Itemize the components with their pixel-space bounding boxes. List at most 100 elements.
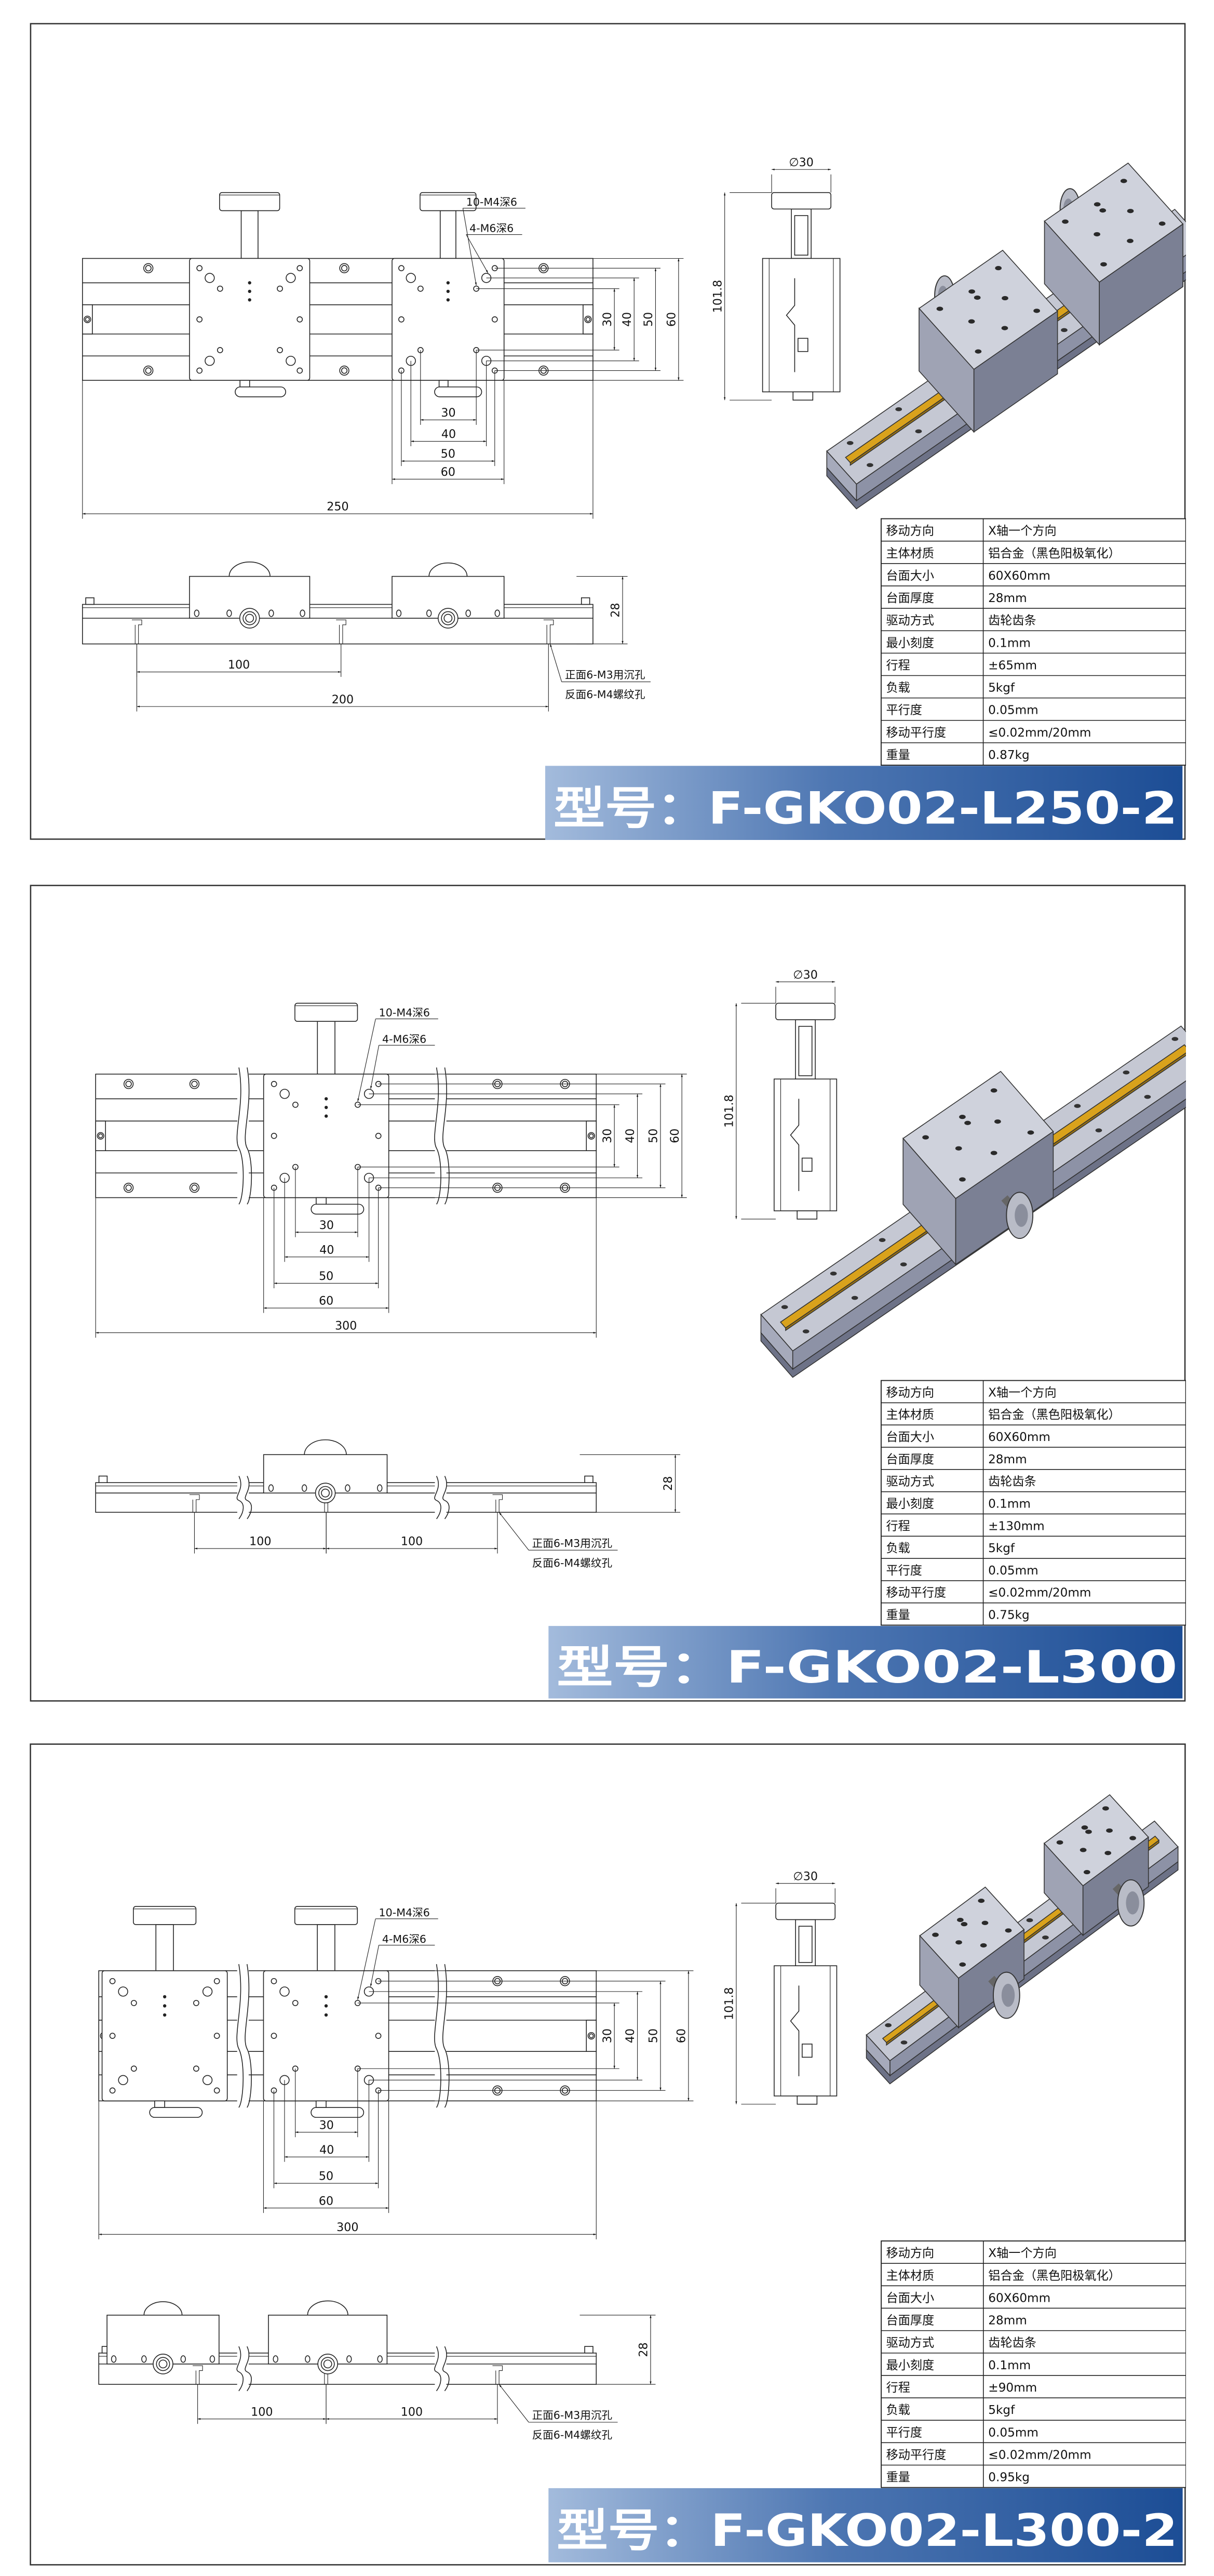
mount-hole-inner [589,2033,594,2038]
pinion-knob-center [321,1488,330,1498]
carriage-side [268,2300,388,2374]
rail-hole [1123,1070,1130,1075]
tapped-hole [375,1132,382,1139]
break-line [245,1964,252,2108]
scale-dot [163,1995,167,1999]
carriage-front-face [1044,220,1100,346]
tapped-hole [193,2000,199,2006]
tapped-hole [279,1986,290,1997]
dimension-label: 200 [332,693,354,706]
dimension-label: 30 [601,312,614,327]
rail-hole [1061,328,1068,332]
note-back-holes: 反面6-M4螺纹孔 [532,2429,613,2441]
dimension-label: 30 [601,1129,614,1143]
rack-notch [790,1985,800,2076]
spec-label: 移动平行度 [886,726,946,740]
carriage-hole [1080,1848,1087,1852]
side-hole [209,2355,215,2363]
break-line [245,1476,252,1519]
mount-hole-inner [589,1133,594,1139]
knob-cap [775,1902,836,1920]
callout-leader [370,1045,380,1089]
spec-value: ±65mm [988,659,1037,672]
carriage-hole [1002,296,1008,301]
tapped-hole [286,273,296,283]
mount-hole [339,263,349,273]
callout-m4-label: 10-M4深6 [379,1007,430,1019]
spec-value: ≤0.02mm/20mm [988,1586,1091,1600]
model-title: 型号：F-GKO02-L250-2 [554,783,1178,835]
dimension-label: 50 [642,312,655,327]
scale-dot [324,2004,328,2008]
tapped-hole [196,367,203,374]
dimension-label: 60 [665,312,679,327]
countersink-hole [543,619,554,644]
side-hole [141,2355,147,2363]
carriage-hole [1005,1928,1012,1933]
spec-value: 铝合金（黑色阳极氧化） [988,1408,1121,1422]
model-banner: 型号：F-GKO02-L300 [548,1626,1183,1699]
tapped-hole [118,2075,128,2085]
gear-detail [801,1157,813,1172]
tapped-hole [217,347,223,353]
callout-leader [462,208,477,286]
break-line [236,1067,244,1205]
dimension-label: 40 [621,312,634,327]
scale-dot [163,2013,167,2017]
spec-label: 台面厚度 [886,592,934,605]
carriage-hole [968,289,975,294]
countersink-hole [193,2365,203,2385]
mount-hole-inner [125,1184,132,1191]
spec-label: 平行度 [886,1564,922,1578]
pinion-knob-ring [318,1486,333,1500]
spec-value: X轴一个方向 [988,525,1057,538]
carriage-side [263,1439,388,1504]
dimension-label: 101.8 [711,280,724,313]
rail-hole [830,1271,837,1276]
dimension-label: 50 [647,2028,660,2043]
lever-handle [311,2107,365,2118]
break-line [442,1964,450,2108]
carriage-hole [957,1917,964,1923]
dimension-label: 100 [401,1535,423,1549]
end-stop [581,597,590,605]
tapped-hole [271,1132,277,1139]
mount-hole-inner [341,265,348,272]
spec-value: 60X60mm [988,569,1050,583]
end-stop [85,597,95,605]
carriage-front-face [919,1934,959,2029]
tapped-hole [205,273,215,283]
carriage-hole [964,1120,971,1125]
rail-hole [1042,1936,1049,1940]
dimension-label: 60 [441,465,455,479]
carriage-hole [955,1146,962,1151]
rail-hole [900,1262,907,1266]
spec-label: 主体材质 [886,2269,935,2283]
tapped-hole [398,316,404,323]
break-line [434,2346,441,2392]
spec-label: 移动方向 [886,525,934,538]
carriage-top [263,1003,389,1215]
dimension-label: 60 [319,1294,333,1308]
tapped-hole [292,2000,299,2006]
carriage-top [101,1906,228,2118]
model-banner: 型号：F-GKO02-L250-2 [545,766,1183,840]
spec-label: 台面大小 [886,2291,935,2305]
tapped-hole [279,1089,290,1099]
carriage-hole [1062,219,1069,224]
callout-m4-label: 10-M4深6 [466,196,517,208]
spec-value: 铝合金（黑色阳极氧化） [988,2269,1121,2283]
note-back-holes: 反面6-M4螺纹孔 [565,688,645,701]
carriage-hole [959,1177,966,1182]
lever-end [792,391,814,401]
carriage-hole [922,1135,929,1140]
carriage-hole [932,1932,939,1937]
side-hole [494,609,500,617]
spec-value: 0.1mm [988,1497,1031,1511]
tapped-hole [271,2033,277,2039]
spec-label: 负载 [886,1542,910,1555]
tapped-hole [205,355,215,366]
